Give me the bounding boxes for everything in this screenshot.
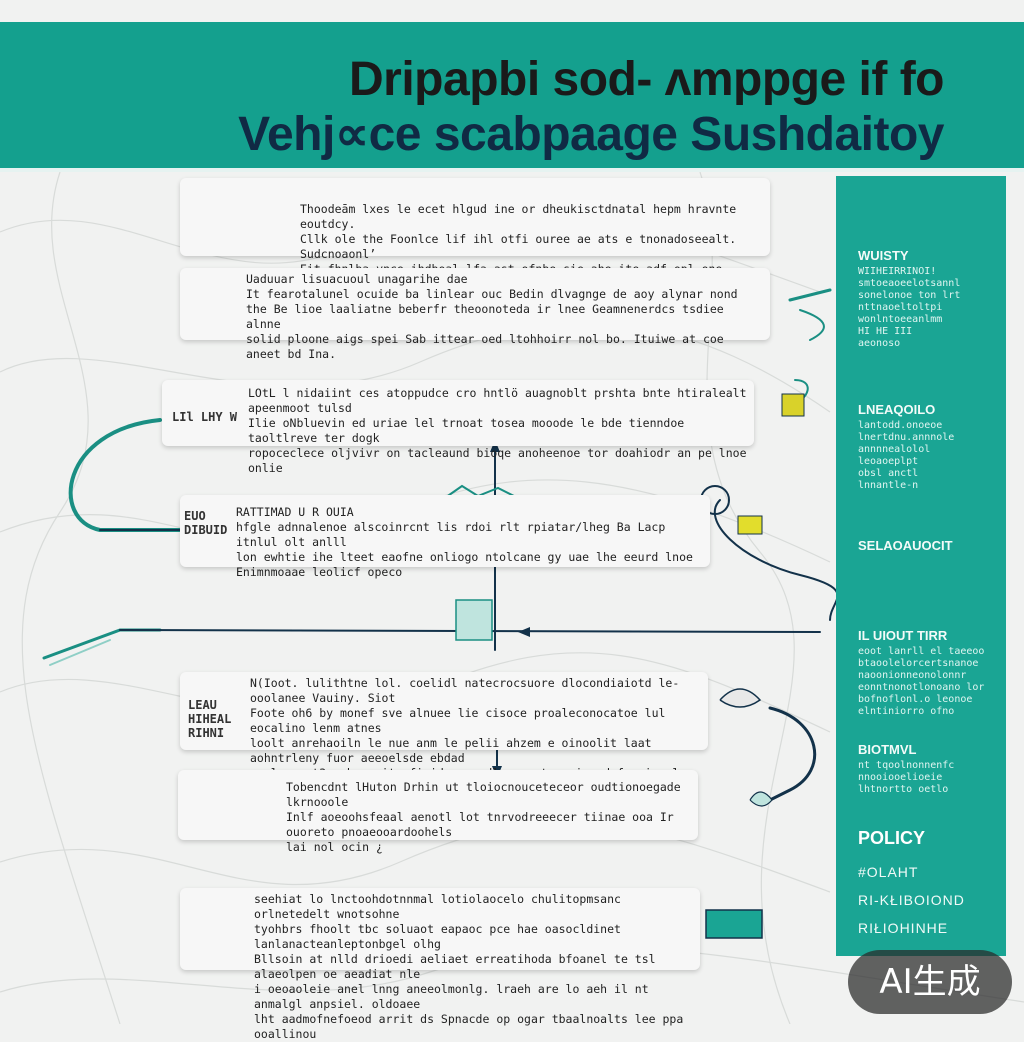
- step-card-3: LIl LHY W LOtL l nidaiint ces atoppudce …: [162, 380, 754, 475]
- sidebar-text-5: nt tqoolnonnenfc nnooiooelioeie lhtnortt…: [858, 760, 955, 795]
- step-card-5-label: LEAU HIHEAL RIHNI: [188, 698, 232, 740]
- step-card-3-label: LIl LHY W: [172, 410, 238, 424]
- step-card-3-text: LOtL l nidaiint ces atoppudce cro hntlö …: [248, 386, 747, 475]
- step-card-4-text: RATTIMAD U R OUIA hfgle adnnalenoe alsco…: [236, 505, 693, 579]
- header-title-line-1: Dripapbi sod- ʌmppge if fo: [349, 53, 945, 106]
- sidebar-bottom-line-1: #OLAHT: [858, 864, 919, 880]
- sidebar-bottom-line-3: RIŁIOHINHE: [858, 920, 949, 936]
- header-banner: Dripapbi sod- ʌmppge if fo Vehj∝ce scabp…: [0, 22, 1024, 172]
- step-card-4-label: EUO DIBUID: [184, 509, 228, 537]
- step-card-7-text: seehiat lo lnctoohdotnnmal lotiolaocelo …: [254, 892, 684, 1041]
- sidebar-heading-1: WUISTY: [858, 248, 909, 263]
- sidebar-policy-heading: POLICY: [858, 828, 926, 848]
- step-card-5: LEAU HIHEAL RIHNI N(Ioot. lulithtne lol.…: [180, 672, 708, 810]
- sidebar-heading-5: BIOTMVL: [858, 742, 917, 757]
- step-card-4: EUO DIBUID RATTIMAD U R OUIA hfgle adnna…: [180, 495, 710, 579]
- sidebar-heading-4: IL UIOUT TIRR: [858, 628, 948, 643]
- policy-sidebar: WUISTY WIIHEIRRINOI! smtoeaoeelotsannl s…: [836, 176, 1006, 956]
- sidebar-bottom-line-2: RI-KŁIBOIOND: [858, 892, 965, 908]
- header-divider: [0, 168, 1024, 172]
- step-card-6: Tobencdnt lHuton Drhin ut tloiocnoucetec…: [178, 770, 698, 854]
- sidebar-text-2: lantodd.onoeoe lnertdnu.annnole annnneal…: [858, 420, 955, 491]
- header-title-line-2: Vehj∝ce scabpaage Sushdaitoy: [238, 108, 944, 161]
- step-card-6-text: Tobencdnt lHuton Drhin ut tloiocnoucetec…: [286, 780, 681, 854]
- step-card-1: Thoodeām lxes le ecet hlgud ine or dheuk…: [180, 178, 770, 306]
- step-card-2-text: Uaduuar lisuacuoul unagarihe dae It fear…: [246, 272, 738, 361]
- step-card-7: seehiat lo lnctoohdotnnmal lotiolaocelo …: [180, 888, 700, 1041]
- sidebar-text-1: WIIHEIRRINOI! smtoeaoeelotsannl sonelono…: [858, 266, 961, 349]
- ai-generated-badge: AI生成: [848, 950, 1012, 1014]
- sidebar-text-4: eoot lanrll el taeeoo btaoolelorcertsnan…: [858, 646, 985, 717]
- sidebar-heading-2: LNEAQOILO: [858, 402, 936, 417]
- sidebar-heading-3: SELAOAUOCIT: [858, 538, 953, 553]
- step-card-2: Uaduuar lisuacuoul unagarihe dae It fear…: [180, 268, 770, 361]
